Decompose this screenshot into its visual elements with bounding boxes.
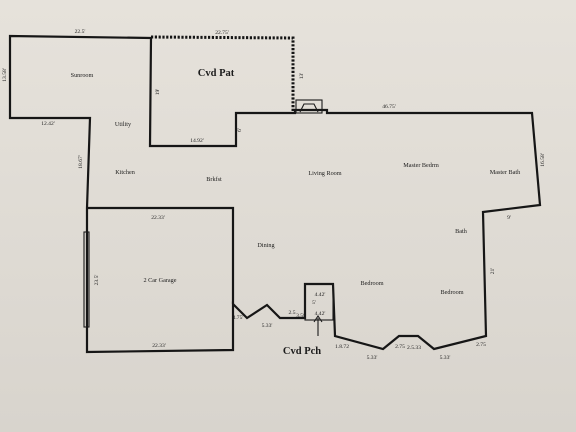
dim-sunroom-left: 13.58' bbox=[2, 68, 8, 82]
dim-porch-top: 4.42' bbox=[315, 292, 326, 298]
room-label-bedroom-1: Bedroom bbox=[360, 280, 383, 287]
dim-patio-step: 6' bbox=[237, 128, 243, 132]
room-label-master-bedrm: Master Bedrm bbox=[403, 162, 439, 169]
room-label-garage: 2 Car Garage bbox=[144, 277, 177, 284]
room-label-bedroom-2: Bedroom bbox=[440, 289, 463, 296]
dim-patio-left: 19' bbox=[155, 89, 161, 96]
dim-sunroom-top: 22.5' bbox=[75, 29, 86, 35]
dim-bay-r3-side: 2.75 bbox=[476, 342, 486, 348]
dim-porch-side: 5' bbox=[312, 300, 316, 306]
dim-bay-left-side: 4.75' bbox=[233, 315, 244, 321]
dim-patio-top: 22.75' bbox=[215, 30, 229, 36]
exterior-wall bbox=[8, 34, 542, 354]
dim-bay-left-bottom: 5.33' bbox=[262, 323, 273, 329]
fireplace-hearth bbox=[299, 103, 319, 113]
room-label-kitchen: Kitchen bbox=[115, 169, 135, 176]
dim-patio-bottom: 14.92' bbox=[190, 138, 204, 144]
room-label-bath: Bath bbox=[455, 228, 468, 235]
garage-door bbox=[83, 231, 90, 328]
dim-garage-side: 23.5' bbox=[94, 275, 100, 286]
room-label-utility: Utility bbox=[115, 121, 132, 128]
room-label-master-bath: Master Bath bbox=[490, 169, 521, 176]
dim-porch-bottom: 4.42' bbox=[315, 311, 326, 317]
dim-garage-bottom: 22.33' bbox=[152, 343, 166, 349]
dim-bay-r1-bottom: 5.33' bbox=[367, 355, 378, 361]
fireplace-box bbox=[295, 99, 323, 114]
dim-porch-left: 3.58 bbox=[296, 313, 306, 319]
dim-bay-r2-bottom: 5.33' bbox=[440, 355, 451, 361]
dim-right-side: 16.58' bbox=[540, 153, 546, 167]
room-label-brkfst: Brkfst bbox=[206, 176, 222, 183]
covered-patio-outline bbox=[150, 35, 295, 113]
dim-bay-left-small: 2.5 bbox=[289, 310, 296, 316]
dim-ledge-left: 12.42' bbox=[41, 121, 55, 127]
dim-bay-r-mid: 2.75 bbox=[395, 344, 405, 350]
dim-garage-top: 22.33' bbox=[151, 215, 165, 221]
dim-right-lower: 21' bbox=[490, 268, 496, 275]
dim-bay-r2-side: 2.5.33 bbox=[407, 345, 421, 351]
dim-bath-notch: 9' bbox=[507, 215, 511, 221]
dim-bay-r1-side: 1.8.72 bbox=[335, 344, 349, 350]
dim-patio-right: 13' bbox=[299, 73, 305, 80]
porch-arrow-head bbox=[313, 315, 323, 323]
room-label-dining: Dining bbox=[257, 242, 274, 249]
room-label-cvd-pat: Cvd Pat bbox=[198, 68, 235, 79]
dim-kitchen-left: 18.67' bbox=[78, 155, 84, 169]
porch-box bbox=[304, 283, 334, 321]
room-label-cvd-pch: Cvd Pch bbox=[283, 346, 321, 357]
garage-wall bbox=[87, 206, 235, 304]
room-label-living-room: Living Room bbox=[308, 170, 341, 177]
room-label-sunroom: Sunroom bbox=[71, 72, 94, 79]
dim-top-right: 46.75' bbox=[382, 104, 396, 110]
